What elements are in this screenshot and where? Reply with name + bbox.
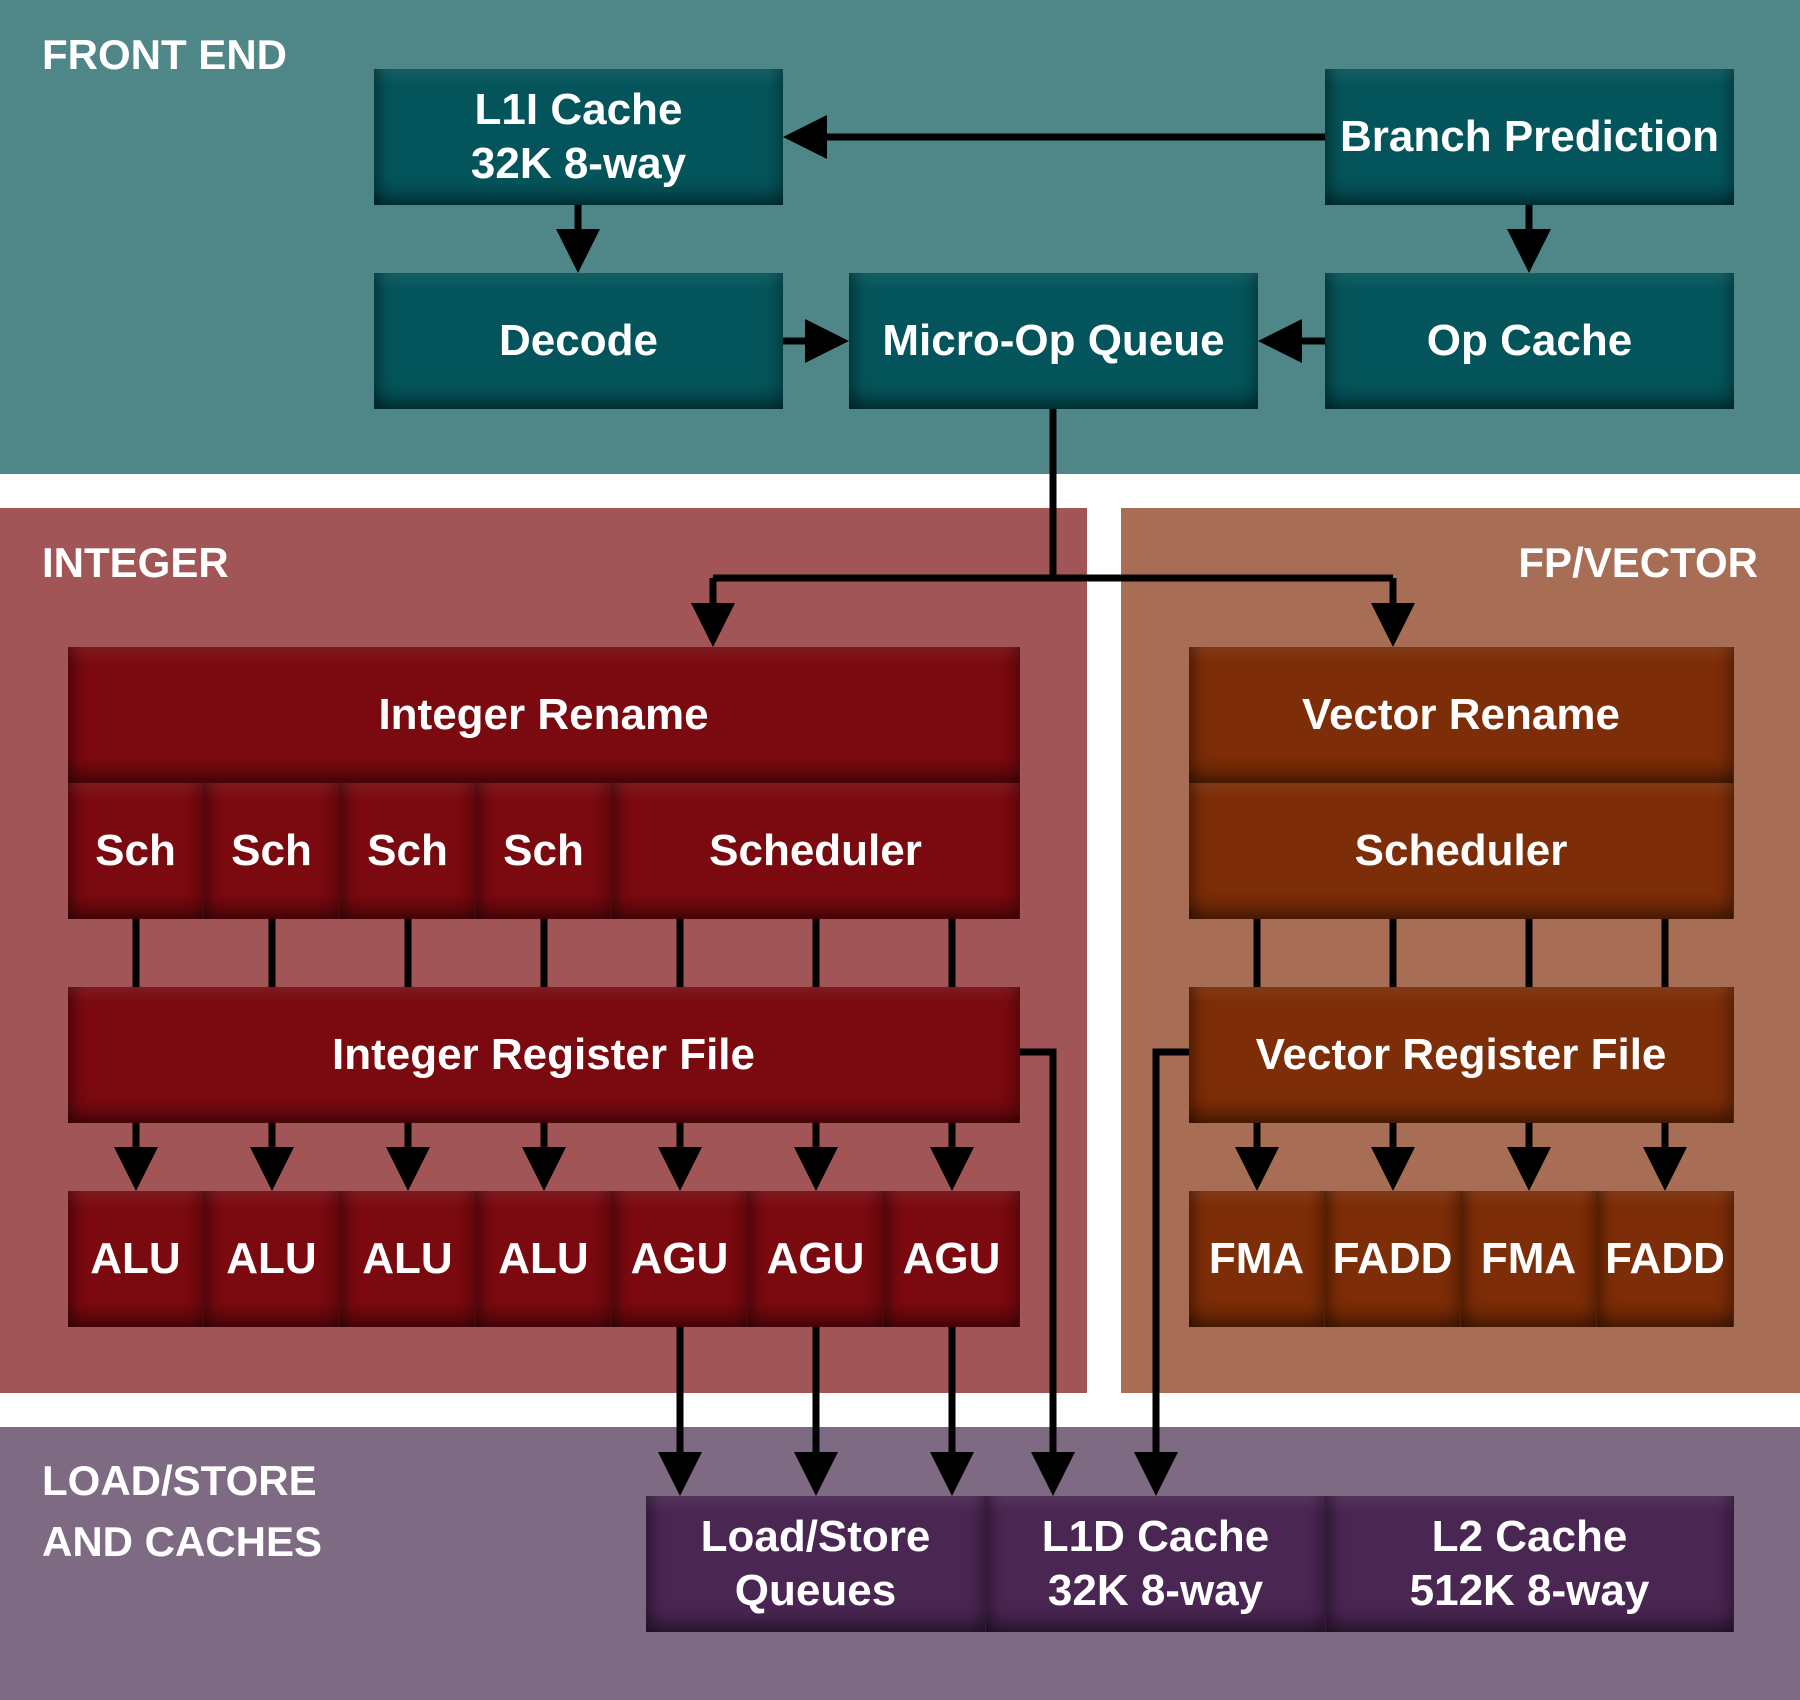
l2-cache-block: L2 Cache 512K 8-way (1326, 1496, 1734, 1632)
fp-vector-label: FP/VECTOR (1518, 539, 1758, 586)
fma-unit: FMA (1189, 1191, 1325, 1327)
vector-scheduler-label: Scheduler (1354, 826, 1568, 875)
vector-register-file-block: Vector Register File (1189, 987, 1734, 1123)
decode-block: Decode (374, 273, 783, 409)
l1d-cache-label: L1D Cache 32K 8-way (1041, 1512, 1270, 1615)
alu-label: ALU (362, 1234, 453, 1283)
agu-scheduler-block: Scheduler (612, 783, 1020, 919)
vector-rename-block: Vector Rename (1189, 647, 1734, 783)
fadd-unit: FADD (1597, 1191, 1734, 1327)
l2-cache-label: L2 Cache 512K 8-way (1409, 1512, 1650, 1615)
scheduler-block: Sch (68, 783, 204, 919)
vector-scheduler-block: Scheduler (1189, 783, 1734, 919)
scheduler-block: Sch (340, 783, 476, 919)
l1d-cache-block: L1D Cache 32K 8-way (986, 1496, 1326, 1632)
scheduler-block: Sch (204, 783, 340, 919)
l1i-cache-label: L1I Cache 32K 8-way (470, 85, 687, 188)
op-cache-label: Op Cache (1426, 316, 1633, 365)
branch-prediction-label: Branch Prediction (1340, 112, 1719, 161)
integer-register-file-label: Integer Register File (331, 1030, 755, 1079)
scheduler-label: Sch (503, 826, 584, 875)
scheduler-label: Sch (367, 826, 448, 875)
agu-label: AGU (902, 1234, 1001, 1283)
fma-unit: FMA (1461, 1191, 1597, 1327)
agu-unit: AGU (612, 1191, 748, 1327)
load-store-label: LOAD/STORE AND CACHES (42, 1457, 323, 1565)
alu-unit: ALU (340, 1191, 476, 1327)
fma-label: FMA (1208, 1234, 1305, 1283)
fadd-label: FADD (1605, 1234, 1725, 1283)
fadd-label: FADD (1332, 1234, 1453, 1283)
front-end-label: FRONT END (42, 31, 287, 78)
scheduler-block: Sch (476, 783, 612, 919)
vector-rename-label: Vector Rename (1302, 690, 1620, 739)
alu-label: ALU (90, 1234, 181, 1283)
scheduler-label: Sch (95, 826, 176, 875)
vector-register-file-label: Vector Register File (1255, 1030, 1667, 1079)
micro-op-queue-label: Micro-Op Queue (882, 316, 1225, 365)
l1i-cache-block: L1I Cache 32K 8-way (374, 69, 783, 205)
load-store-queues-label: Load/Store Queues (700, 1512, 931, 1615)
agu-label: AGU (766, 1234, 865, 1283)
fma-label: FMA (1480, 1234, 1577, 1283)
fadd-unit: FADD (1325, 1191, 1461, 1327)
alu-unit: ALU (476, 1191, 612, 1327)
load-store-queues-block: Load/Store Queues (646, 1496, 986, 1632)
integer-rename-label: Integer Rename (378, 690, 709, 739)
alu-unit: ALU (204, 1191, 340, 1327)
alu-label: ALU (498, 1234, 589, 1283)
op-cache-block: Op Cache (1325, 273, 1734, 409)
agu-label: AGU (630, 1234, 729, 1283)
alu-unit: ALU (68, 1191, 204, 1327)
branch-prediction-block: Branch Prediction (1325, 69, 1734, 205)
micro-op-queue-block: Micro-Op Queue (849, 273, 1258, 409)
agu-unit: AGU (884, 1191, 1020, 1327)
scheduler-label: Sch (231, 826, 312, 875)
agu-unit: AGU (748, 1191, 884, 1327)
integer-label: INTEGER (42, 539, 229, 586)
alu-label: ALU (226, 1234, 317, 1283)
agu-scheduler-label: Scheduler (709, 826, 922, 875)
integer-register-file-block: Integer Register File (68, 987, 1020, 1123)
integer-rename-block: Integer Rename (68, 647, 1020, 783)
decode-label: Decode (499, 316, 658, 365)
